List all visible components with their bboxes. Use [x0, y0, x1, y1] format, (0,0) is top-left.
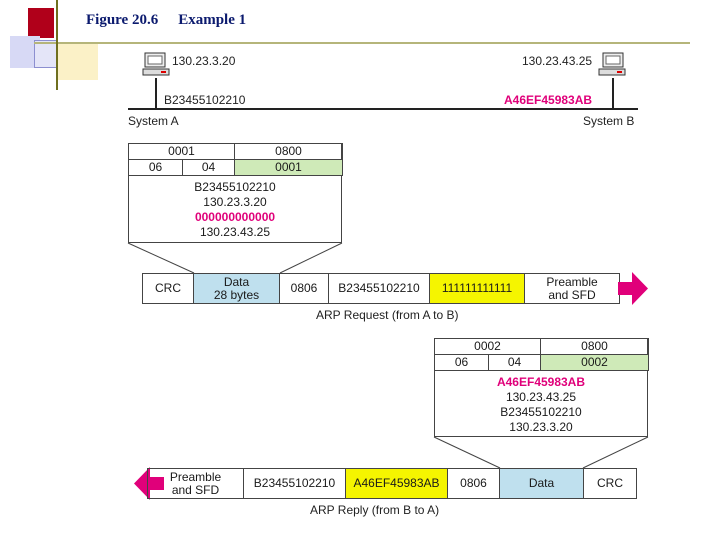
request-protocol-length: 04 [182, 159, 235, 176]
request-target-mac: 000000000000 [194, 210, 276, 224]
reply-frame-crc: CRC [583, 468, 637, 499]
request-address-lines: B23455102210 130.23.3.20 000000000000 13… [129, 180, 341, 240]
request-caption: ARP Request (from A to B) [316, 308, 459, 322]
arp-reply-frame: Preamble and SFD B23455102210 A46EF45983… [147, 468, 637, 499]
request-frame-type: 0806 [279, 273, 329, 304]
host-b-ip: 130.23.43.25 [522, 54, 593, 68]
request-sender-ip: 130.23.3.20 [203, 195, 267, 209]
computer-a-icon [142, 52, 170, 76]
reply-hardware-length: 06 [434, 354, 489, 371]
request-frame-data: Data 28 bytes [193, 273, 280, 304]
reply-frame-source-address: B23455102210 [243, 468, 346, 499]
reply-sender-ip: 130.23.43.25 [505, 390, 577, 404]
network-bus [128, 108, 638, 110]
host-a-mac: B23455102210 [164, 93, 246, 107]
reply-frame-data: Data [499, 468, 584, 499]
figure-caption: Example 1 [178, 12, 247, 28]
reply-frame-type: 0806 [447, 468, 500, 499]
reply-target-ip: 130.23.3.20 [509, 420, 573, 434]
host-b-mac: A46EF45983AB [504, 93, 593, 107]
decor-vertical-rule [56, 0, 58, 90]
host-b-drop-line [612, 78, 614, 108]
decor-square-red [28, 8, 54, 38]
arp-request-packet: 0001 0800 06 04 0001 B23455102210 130.23… [128, 143, 343, 243]
request-frame-destination-address: 111111111111 [429, 273, 525, 304]
arp-reply-packet: 0002 0800 06 04 0002 A46EF45983AB 130.23… [434, 338, 649, 437]
request-arrow-right-icon [618, 272, 648, 305]
system-a-label: System A [128, 114, 179, 128]
request-frame-crc: CRC [142, 273, 194, 304]
reply-frame-destination-address: A46EF45983AB [345, 468, 448, 499]
computer-b-icon [598, 52, 626, 76]
slide-title: Figure 20.6 Example 1 [86, 12, 246, 29]
reply-caption: ARP Reply (from B to A) [310, 503, 440, 517]
request-operation: 0001 [234, 159, 343, 176]
request-frame-preamble: Preamble and SFD [524, 273, 620, 304]
request-sender-mac: B23455102210 [194, 180, 276, 194]
system-b-label: System B [583, 114, 635, 128]
reply-arrow-left-icon [134, 467, 164, 500]
reply-target-mac: B23455102210 [500, 405, 582, 419]
reply-address-lines: A46EF45983AB 130.23.43.25 B23455102210 1… [435, 375, 647, 435]
reply-hardware-type: 0002 [434, 338, 541, 355]
reply-frame-preamble: Preamble and SFD [147, 468, 244, 499]
decor-horizontal-rule [34, 42, 690, 44]
request-target-ip: 130.23.43.25 [199, 225, 271, 239]
reply-protocol-type: 0800 [540, 338, 649, 355]
reply-operation: 0002 [540, 354, 649, 371]
decor-square-yellow [58, 44, 98, 80]
decor-square-outline [34, 40, 58, 68]
host-a-ip: 130.23.3.20 [172, 54, 236, 68]
reply-protocol-length: 04 [488, 354, 541, 371]
figure-number: Figure 20.6 [86, 12, 159, 28]
reply-sender-mac: A46EF45983AB [496, 375, 586, 389]
request-hardware-type: 0001 [128, 143, 235, 160]
host-a-drop-line [155, 78, 157, 108]
arp-request-frame: CRC Data 28 bytes 0806 B23455102210 1111… [142, 273, 632, 304]
request-frame-source-address: B23455102210 [328, 273, 430, 304]
request-hardware-length: 06 [128, 159, 183, 176]
request-protocol-type: 0800 [234, 143, 343, 160]
